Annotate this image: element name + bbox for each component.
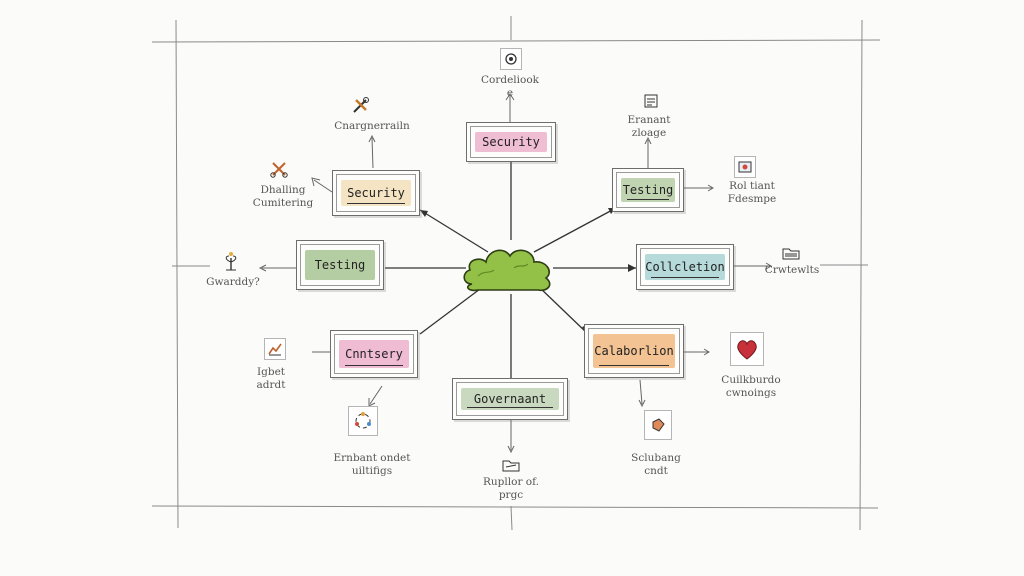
node-right-label: Collcletion: [645, 260, 725, 274]
caption-right-line-1: Crwtewlts: [764, 264, 820, 276]
node-upper-left-underline: [347, 203, 405, 204]
node-lower-right[interactable]: Calaborlion: [584, 324, 684, 378]
caption-far-upper-left-line-1: Dhalling: [260, 184, 306, 196]
node-upper-left-label: Security: [347, 186, 405, 200]
node-top-label: Security: [482, 135, 540, 149]
caption-far-upper-right-line-2: Fdesmpe: [727, 193, 777, 205]
node-left[interactable]: Testing: [296, 240, 384, 290]
scissors-icon: [268, 158, 290, 180]
chart-icon: [264, 338, 286, 360]
caption-lower-left-bottom-line-2: uiltifigs: [351, 465, 393, 477]
heart-icon: [730, 332, 764, 366]
caption-lower-left-line-1: Igbet: [256, 366, 286, 378]
node-bottom-underline: [467, 407, 553, 408]
hub-connectors: [385, 162, 636, 380]
node-right-underline: [651, 277, 719, 278]
caption-lower-left-bottom-line-1: Ernbant ondet: [333, 452, 411, 464]
caption-far-upper-left-line-2: Cumitering: [252, 197, 314, 209]
node-lower-right-fill: [593, 334, 675, 368]
caption-far-upper-left: Dhalling Cumitering: [238, 184, 328, 210]
caption-connectors: [258, 93, 772, 454]
node-upper-left[interactable]: Security: [332, 170, 420, 216]
caption-upper-right: Eranant zloage: [604, 114, 694, 140]
caption-upper-right-line-2: zloage: [631, 127, 667, 139]
caption-lower-right: Cuilkburdo cwnoings: [706, 374, 796, 400]
node-lower-left-underline: [345, 365, 403, 366]
caption-bottom: Rupllor of. prgc: [466, 476, 556, 502]
node-upper-right-label: Testing: [622, 183, 674, 197]
caption-right: Crwtewlts: [754, 264, 830, 277]
caption-lower-right-bottom: Sclubang cndt: [614, 452, 698, 478]
node-right[interactable]: Collcletion: [636, 244, 734, 290]
caption-lower-right-line-1: Cuilkburdo: [721, 374, 781, 386]
caption-upper-left: Cnargnerrailn: [322, 120, 422, 133]
node-upper-right[interactable]: Testing: [612, 168, 684, 212]
node-left-label: Testing: [314, 258, 366, 272]
connector-upper-right: [533, 207, 617, 253]
caption-bottom-line-1: Rupllor of.: [483, 476, 539, 488]
tools-icon: [350, 94, 372, 116]
caption-far-upper-right: Rol tiant Fdesmpe: [710, 180, 794, 206]
node-top-fill: [475, 132, 547, 152]
node-lower-left-label: Cnntsery: [345, 347, 403, 361]
caption-far-upper-right-line-1: Rol tiant: [729, 180, 775, 192]
node-right-fill: [645, 254, 725, 280]
caption-lower-left-line-2: adrdt: [256, 379, 286, 391]
connector-lower-right: [537, 285, 589, 335]
caption-left-line-1: Gwarddy?: [206, 276, 260, 288]
node-lower-left[interactable]: Cnntsery: [330, 330, 418, 378]
folder-icon: [500, 454, 522, 476]
target-icon: [500, 48, 522, 70]
caption-top-line-1: Cordeliook: [480, 74, 540, 86]
node-upper-right-fill: [621, 178, 675, 202]
folder-icon: [780, 242, 802, 264]
caption-top: Cordeliook e: [460, 74, 560, 100]
node-bottom-label: Governaant: [473, 392, 547, 406]
caption-left: Gwarddy?: [196, 276, 270, 289]
tag-icon: [644, 410, 672, 440]
connector-upper-left: [419, 209, 489, 253]
cloud-icon: [463, 249, 551, 292]
caption-bottom-line-2: prgc: [498, 489, 524, 501]
connector-lower-left: [419, 285, 485, 335]
node-lower-right-underline: [599, 365, 669, 366]
cycle-icon: [348, 406, 378, 436]
node-upper-left-fill: [341, 180, 411, 206]
sketch-frame: [151, 16, 881, 531]
node-lower-left-fill: [339, 340, 409, 368]
caption-top-line-2: e: [506, 87, 514, 99]
node-upper-right-underline: [627, 199, 669, 200]
node-left-fill: [305, 250, 375, 280]
plant-icon: [220, 250, 242, 272]
certificate-icon: [734, 156, 756, 178]
caption-lower-right-bottom-line-1: Sclubang: [631, 452, 681, 464]
document-icon: [640, 90, 662, 112]
caption-upper-right-line-1: Eranant: [627, 114, 671, 126]
node-lower-right-label: Calaborlion: [594, 344, 674, 358]
node-bottom[interactable]: Governaant: [452, 378, 568, 420]
caption-upper-left-line-1: Cnargnerrailn: [334, 120, 410, 132]
caption-lower-left: Igbet adrdt: [236, 366, 306, 392]
node-bottom-fill: [461, 388, 559, 410]
caption-lower-left-bottom: Ernbant ondet uiltifigs: [322, 452, 422, 478]
caption-lower-right-line-2: cwnoings: [725, 387, 777, 399]
node-top[interactable]: Security: [466, 122, 556, 162]
caption-lower-right-bottom-line-2: cndt: [644, 465, 668, 477]
